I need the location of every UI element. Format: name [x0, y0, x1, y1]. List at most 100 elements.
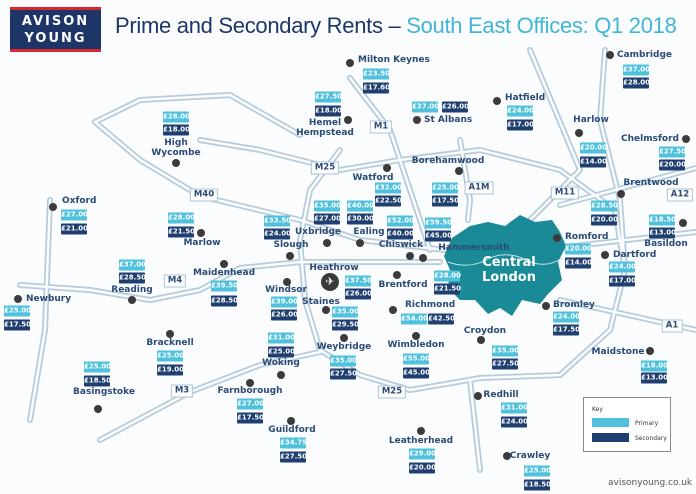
website-footer[interactable]: avisonyoung.co.uk: [608, 478, 693, 488]
legend-title: Key: [592, 406, 603, 413]
secondary-rent-badge: £17.00: [507, 119, 535, 131]
secondary-rent-badge: £29.50: [332, 319, 360, 331]
secondary-rent-badge: £24.00: [501, 416, 529, 428]
secondary-rent-badge: £27.50: [330, 368, 358, 380]
location-name: Richmond: [405, 300, 456, 310]
primary-rent-badge: £18.00: [641, 360, 669, 372]
location-dot-icon: [606, 51, 614, 59]
secondary-rent-badge: £18.50: [84, 375, 112, 387]
secondary-rent-badge: £28.50: [211, 295, 239, 307]
primary-rent-badge: £33.50: [264, 215, 292, 227]
secondary-rent-badge: £17.50: [4, 319, 32, 331]
location-dot-icon: [646, 347, 654, 355]
secondary-rent-badge: £14.00: [565, 257, 593, 269]
primary-rent-badge: £52.00: [387, 215, 415, 227]
location-dot-icon: [389, 306, 397, 314]
primary-rent-badge: £39.50: [211, 280, 239, 292]
secondary-rent-badge: £21.50: [434, 283, 462, 295]
location-name: Cambridge: [617, 50, 673, 60]
location-dot-icon: [197, 229, 205, 237]
legend: Key Primary Secondary: [583, 397, 671, 452]
location-name: Slough: [273, 240, 309, 250]
secondary-rent-badge: £17.50: [237, 412, 265, 424]
location-dot-icon: [166, 330, 174, 338]
location-dot-icon: [553, 234, 561, 242]
primary-rent-badge: £25.00: [4, 305, 32, 317]
secondary-rent-badge: £27.00: [314, 213, 342, 225]
location-name: Windsor: [265, 285, 307, 295]
secondary-rent-badge: £26.00: [271, 309, 299, 321]
secondary-rent-badge: £21.50: [168, 226, 196, 238]
location-name: Weybridge: [316, 342, 372, 352]
title-main: Prime and Secondary Rents –: [115, 13, 407, 38]
primary-rent-badge: £31.00: [501, 402, 529, 414]
primary-rent-badge: £27.50: [659, 146, 687, 158]
location-name: Bracknell: [146, 338, 194, 348]
road: [28, 198, 52, 422]
logo-line-1: AVISON: [21, 14, 90, 29]
location-name: Harlow: [573, 115, 609, 125]
location-dot-icon: [406, 252, 414, 260]
primary-rent-badge: £23.50: [363, 68, 391, 80]
road: [468, 378, 482, 472]
primary-rent-badge: £37.00: [412, 101, 440, 113]
primary-rent-badge: £37.00: [119, 259, 147, 271]
location-dot-icon: [455, 167, 463, 175]
primary-rent-badge: £18.50: [649, 214, 677, 226]
location-dot-icon: [383, 164, 391, 172]
location-dot-icon: [493, 97, 501, 105]
road-label-m4: M4: [163, 274, 187, 288]
secondary-rent-badge: £25.00: [268, 346, 296, 358]
location-dot-icon: [575, 129, 583, 137]
location-name: Bromley: [553, 300, 595, 310]
location-dot-icon: [322, 306, 330, 314]
location-dot-icon: [503, 452, 511, 460]
primary-rent-badge: £24.00: [507, 105, 535, 117]
primary-rent-badge: £20.00: [565, 243, 593, 255]
legend-primary-swatch: [592, 418, 629, 427]
location-dot-icon: [277, 371, 285, 379]
road-label-m40: M40: [189, 188, 219, 202]
location-name: St Albans: [424, 115, 473, 125]
location-name: Farnborough: [217, 386, 283, 396]
location-name: Chelmsford: [621, 134, 679, 144]
primary-rent-badge: £25.00: [524, 465, 552, 477]
secondary-rent-badge: £26.00: [345, 288, 373, 300]
secondary-rent-badge: £18.00: [315, 105, 343, 117]
location-name: Oxford: [62, 196, 97, 206]
location-dot-icon: [172, 159, 180, 167]
secondary-rent-badge: £45.00: [403, 367, 431, 379]
secondary-rent-badge: £45.00: [425, 230, 453, 242]
location-dot-icon: [94, 405, 102, 413]
primary-rent-badge: £37.50: [345, 275, 373, 287]
location-dot-icon: [323, 239, 331, 247]
title-highlight: South East Offices: Q1 2018: [406, 13, 677, 38]
location-dot-icon: [393, 271, 401, 279]
road: [93, 120, 447, 252]
primary-rent-badge: £25.00: [157, 350, 185, 362]
location-name: Hatfield: [505, 93, 546, 103]
location-dot-icon: [246, 379, 254, 387]
legend-secondary-swatch: [592, 433, 629, 442]
road-label-a1m: A1M: [464, 181, 494, 195]
secondary-rent-badge: £17.50: [432, 195, 460, 207]
road: [92, 92, 303, 138]
primary-rent-badge: £27.50: [315, 91, 343, 103]
secondary-rent-badge: £21.00: [61, 223, 89, 235]
location-name: Basingstoke: [73, 387, 135, 397]
secondary-rent-badge: £19.00: [157, 364, 185, 376]
primary-rent-badge: £28.50: [591, 200, 619, 212]
primary-rent-badge: £35.00: [492, 345, 520, 357]
road-label-m1: M1: [369, 120, 393, 134]
primary-rent-badge: £55.00: [403, 353, 431, 365]
central-london-label: Central London: [482, 255, 536, 285]
secondary-rent-badge: £22.50: [375, 195, 403, 207]
location-dot-icon: [283, 278, 291, 286]
road: [598, 48, 627, 272]
secondary-rent-badge: £13.00: [649, 227, 677, 239]
location-dot-icon: [287, 417, 295, 425]
location-name: Brentwood: [623, 178, 679, 188]
secondary-rent-badge: £27.50: [280, 451, 308, 463]
